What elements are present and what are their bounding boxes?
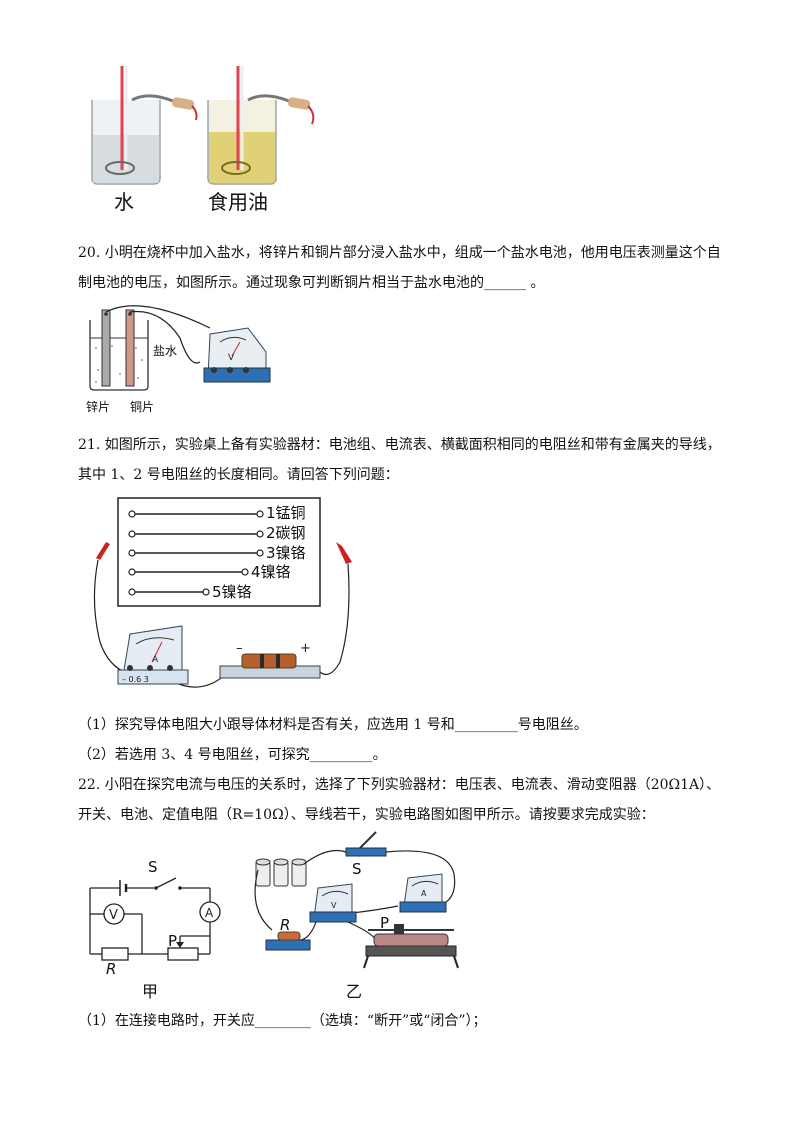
water-label: 水 [114,190,134,214]
schematic-drawing: V A [89,877,221,961]
ammeter-symbol: A [152,655,159,665]
voltmeter-symbol-b: V [331,901,337,910]
q21-line2: 其中 1、2 号电阻丝的长度相同。请回答下列问题： [78,467,399,483]
wire-label-1: 1锰铜 [266,504,306,522]
q21-figure: A – 0.6 3 – + 1锰铜 2碳钢 3镍铬 4镍铬 5镍铬 [90,492,360,696]
resistor-label-a: R [106,960,117,978]
switch-label-a: S [148,858,158,876]
switch-label-b: S [352,860,362,878]
caption-a: 甲 [142,982,159,1001]
q22-line2: 开关、电池、定值电阻（R=10Ω）、导线若干，实验电路图如图甲所示。请按要求完成… [78,807,655,823]
resistor-label-b: R [280,916,291,934]
battery-minus: – [236,641,243,656]
wire-label-3: 3镍铬 [266,544,306,562]
oil-label: 食用油 [208,190,268,214]
battery-plus: + [300,641,311,656]
ammeter-terminals: – 0.6 3 [122,675,149,684]
zinc-label: 锌片 [86,400,111,414]
q22-sub1: （1）在连接电路时，开关应________（选填：“断开”或“闭合”）； [78,1013,487,1029]
resistance-wire-board: A – 0.6 3 – + [93,497,352,688]
slider-label-b: P [380,914,390,932]
ammeter-symbol-a: A [205,906,214,920]
voltmeter-symbol-a: V [109,908,118,923]
q21-sub2: （2）若选用 3、4 号电阻丝，可探究_________。 [78,747,387,763]
wire-label-4: 4镍铬 [251,563,291,581]
circuit-schematic-a: V A S P R 甲 [84,858,234,1002]
wire-label-2: 2碳钢 [266,524,306,542]
q20-line1: 20. 小明在烧杯中加入盐水，将锌片和铜片部分浸入盐水中，组成一个盐水电池，他用… [78,245,721,261]
ammeter-symbol-b: A [421,889,427,898]
q20-line2: 制电池的电压，如图所示。通过现象可判断铜片相当于盐水电池的______ 。 [78,275,545,291]
caption-b: 乙 [346,982,363,1001]
voltmeter-symbol: V [228,353,235,363]
beaker-illustration [91,66,315,185]
q21-line1: 21. 如图所示，实验桌上备有实验器材：电池组、电流表、横截面积相同的电阻丝和带… [78,437,721,453]
copper-label: 铜片 [130,400,155,414]
q20-figure: V 盐水 锌片 铜片 [80,298,280,418]
q21-sub1: （1）探究导体电阻大小跟导体材料是否有关，应选用 1 号和_________号电… [78,717,588,733]
wire-label-5: 5镍铬 [212,583,252,601]
beaker-figure: 水 食用油 [80,60,340,220]
slider-label-a: P [168,932,178,950]
salt-water-battery-diagram: V [89,305,271,391]
physical-setup-drawing: V A [254,831,459,969]
circuit-physical-b: V A S R P 乙 [248,830,468,1002]
salt-water-label: 盐水 [153,344,178,358]
q22-line1: 22. 小阳在探究电流与电压的关系时，选择了下列实验器材：电压表、电流表、滑动变… [78,777,721,793]
